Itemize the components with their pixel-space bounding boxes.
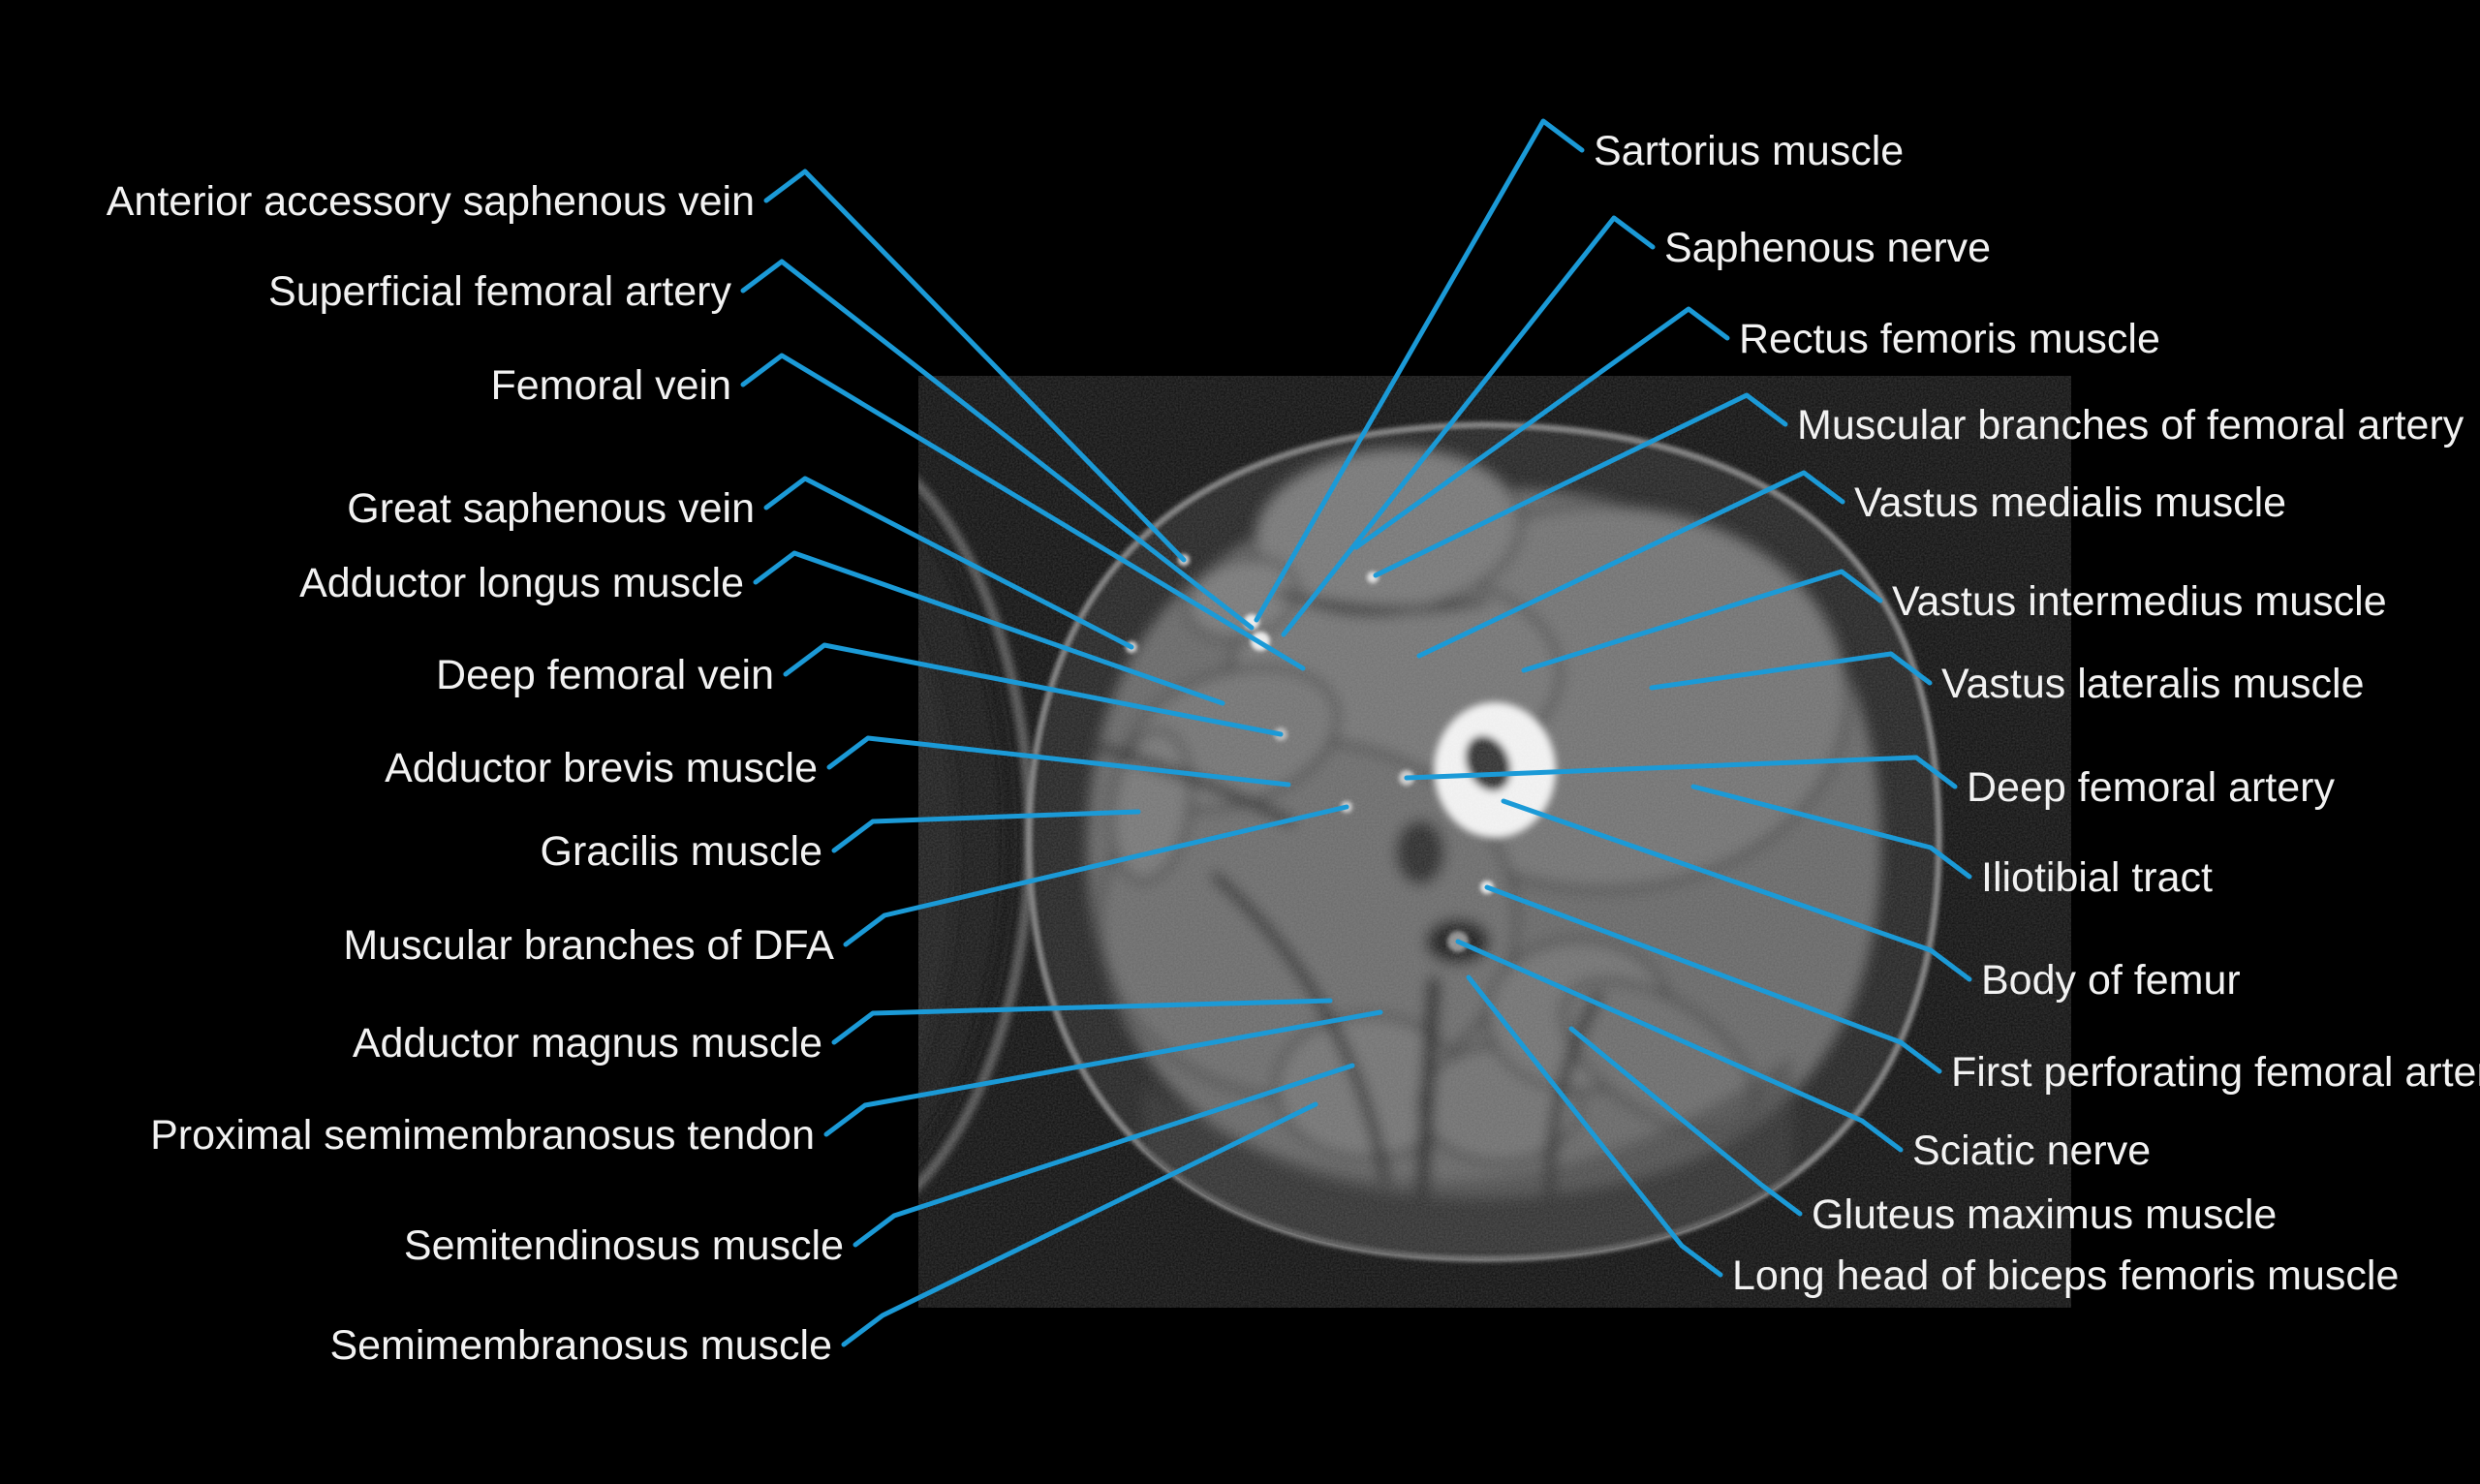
label-semitendinosus-muscle: Semitendinosus muscle (404, 1222, 844, 1269)
leader-first-perforating-femoral-artery (1484, 884, 1942, 1074)
leader-adductor-magnus-muscle (831, 998, 1333, 1045)
leader-semimembranosus-muscle (841, 1101, 1318, 1347)
label-body-of-femur: Body of femur (1981, 957, 2241, 1004)
label-vastus-medialis-muscle: Vastus medialis muscle (1854, 479, 2286, 526)
leader-great-saphenous-vein (763, 476, 1134, 650)
label-gluteus-maximus-muscle: Gluteus maximus muscle (1812, 1191, 2277, 1238)
leader-gluteus-maximus-muscle (1568, 1026, 1803, 1217)
label-adductor-longus-muscle: Adductor longus muscle (299, 560, 744, 606)
leader-sciatic-nerve (1455, 939, 1904, 1153)
label-iliotibial-tract: Iliotibial tract (1981, 854, 2213, 901)
leader-vastus-medialis-muscle (1416, 470, 1845, 659)
leader-vastus-intermedius-muscle (1521, 569, 1883, 673)
label-great-saphenous-vein: Great saphenous vein (347, 485, 755, 532)
leader-femoral-vein (740, 353, 1306, 671)
leader-rectus-femoris-muscle (1353, 306, 1730, 550)
leader-adductor-longus-muscle (753, 550, 1225, 706)
label-muscular-branches-of-dfa: Muscular branches of DFA (343, 922, 834, 969)
label-adductor-magnus-muscle: Adductor magnus muscle (353, 1020, 822, 1067)
label-long-head-of-biceps-femoris-muscle: Long head of biceps femoris muscle (1732, 1252, 2399, 1299)
leader-body-of-femur (1501, 798, 1972, 982)
label-first-perforating-femoral-artery: First perforating femoral artery (1951, 1049, 2480, 1096)
label-proximal-semimembranosus-tendon: Proximal semimembranosus tendon (150, 1112, 815, 1159)
leader-saphenous-nerve (1281, 215, 1656, 637)
leader-deep-femoral-artery (1404, 755, 1958, 789)
annotation-layer: Anterior accessory saphenous veinSuperfi… (107, 118, 2480, 1369)
leader-long-head-of-biceps-femoris-muscle (1466, 974, 1723, 1278)
label-deep-femoral-vein: Deep femoral vein (436, 652, 774, 698)
leader-muscular-branches-of-femoral-artery (1373, 392, 1788, 578)
ct-noise-overlay (918, 376, 2071, 1308)
leader-adductor-brevis-muscle (826, 735, 1291, 788)
label-gracilis-muscle: Gracilis muscle (541, 828, 823, 875)
leader-iliotibial-tract (1690, 784, 1972, 880)
label-semimembranosus-muscle: Semimembranosus muscle (329, 1322, 832, 1369)
leader-deep-femoral-vein (783, 642, 1284, 737)
ct-scan (918, 376, 2071, 1308)
label-vastus-intermedius-muscle: Vastus intermedius muscle (1892, 578, 2387, 625)
leader-anterior-accessory-saphenous-vein (763, 169, 1187, 563)
label-rectus-femoris-muscle: Rectus femoris muscle (1739, 316, 2160, 362)
label-superficial-femoral-artery: Superficial femoral artery (268, 268, 731, 315)
leader-gracilis-muscle (831, 809, 1141, 853)
leader-proximal-semimembranosus-tendon (823, 1009, 1383, 1137)
label-sciatic-nerve: Sciatic nerve (1912, 1128, 2151, 1174)
leader-muscular-branches-of-dfa (843, 804, 1349, 947)
leader-superficial-femoral-artery (740, 259, 1255, 631)
label-deep-femoral-artery: Deep femoral artery (1967, 764, 2335, 811)
label-femoral-vein: Femoral vein (490, 362, 731, 409)
label-vastus-lateralis-muscle: Vastus lateralis muscle (1941, 661, 2365, 707)
label-muscular-branches-of-femoral-artery: Muscular branches of femoral artery (1797, 402, 2464, 448)
leader-sartorius-muscle (1254, 118, 1585, 623)
label-adductor-brevis-muscle: Adductor brevis muscle (385, 745, 818, 791)
label-saphenous-nerve: Saphenous nerve (1664, 225, 1991, 271)
leader-semitendinosus-muscle (852, 1063, 1355, 1248)
leader-vastus-lateralis-muscle (1649, 651, 1933, 691)
label-sartorius-muscle: Sartorius muscle (1594, 128, 1904, 174)
label-anterior-accessory-saphenous-vein: Anterior accessory saphenous vein (107, 178, 755, 225)
